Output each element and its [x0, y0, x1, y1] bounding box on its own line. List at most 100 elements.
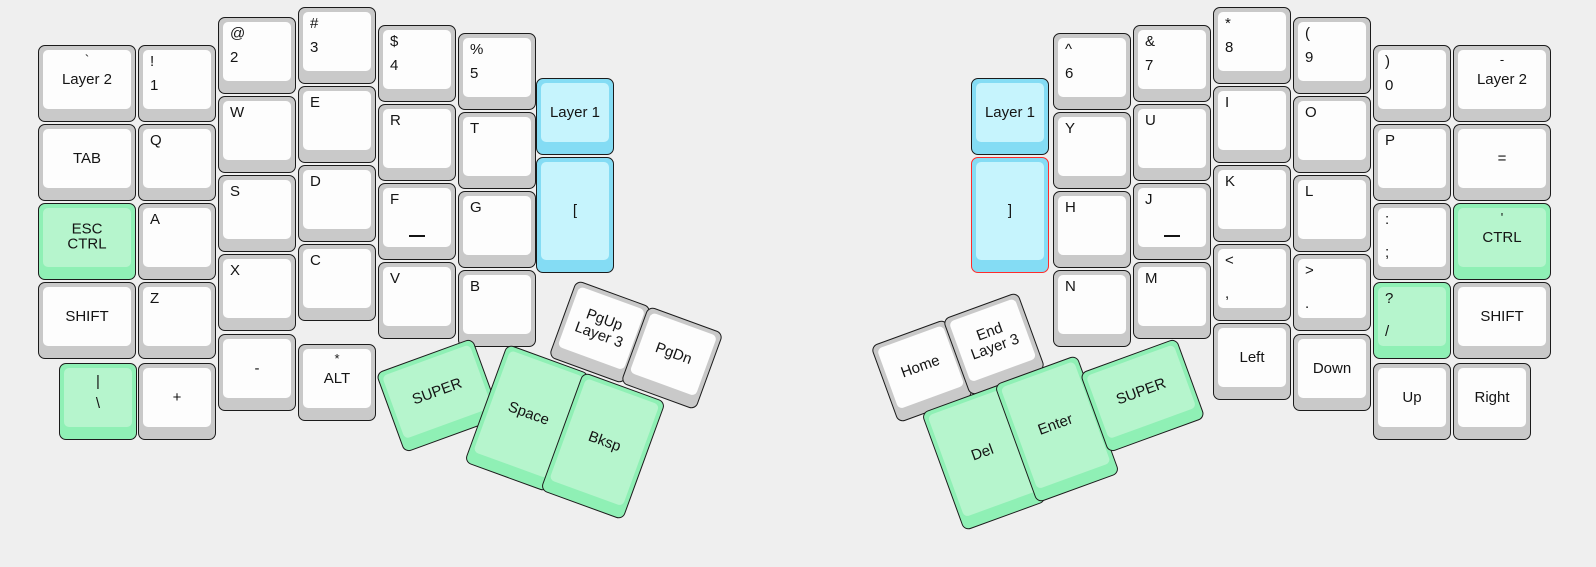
- key-l-c0-r3[interactable]: SHIFT: [38, 282, 136, 359]
- keycap-surface: D: [303, 170, 371, 229]
- key-legend-main: /: [1385, 323, 1390, 341]
- key-legend-main: F: [390, 191, 400, 208]
- key-r-c1-r1[interactable]: Y: [1053, 112, 1131, 189]
- keycap-surface: G: [463, 196, 531, 255]
- key-legend-shifted: $: [390, 33, 399, 50]
- keycap-surface: B: [463, 275, 531, 334]
- key-r-c6-r0[interactable]: -Layer 2: [1453, 45, 1551, 122]
- key-r-c3-r3[interactable]: <,: [1213, 244, 1291, 321]
- key-l-c3-r1[interactable]: E: [298, 86, 376, 163]
- key-l-c5-r2[interactable]: G: [458, 191, 536, 268]
- key-r-c1-r3[interactable]: N: [1053, 270, 1131, 347]
- key-r-c0-r0[interactable]: Layer 1: [971, 78, 1049, 155]
- key-l-c5-r1[interactable]: T: [458, 112, 536, 189]
- key-legend-shifted: *: [334, 351, 340, 366]
- key-legend-main: 3: [310, 39, 319, 56]
- key-l-c3-r4[interactable]: *ALT: [298, 344, 376, 421]
- key-l-c6-r1[interactable]: [: [536, 157, 614, 273]
- key-r-c3-r0[interactable]: *8: [1213, 7, 1291, 84]
- key-l-c1-r3[interactable]: Z: [138, 282, 216, 359]
- key-l-c2-r4[interactable]: -: [218, 334, 296, 411]
- key-r-c2-r3[interactable]: M: [1133, 262, 1211, 339]
- keycap-surface: A: [143, 208, 211, 267]
- key-l-c1-r1[interactable]: Q: [138, 124, 216, 201]
- key-r-c3-r2[interactable]: K: [1213, 165, 1291, 242]
- key-legend-main: End Layer 3: [968, 319, 1022, 364]
- key-l-c5-r0[interactable]: %5: [458, 33, 536, 110]
- key-l-c1-r0[interactable]: !1: [138, 45, 216, 122]
- key-legend-shifted: !: [150, 53, 155, 70]
- key-r-c5-r1[interactable]: P: [1373, 124, 1451, 201]
- key-r-c4-r2[interactable]: L: [1293, 175, 1371, 252]
- key-l-c4-r2[interactable]: F: [378, 183, 456, 260]
- key-r-c6-r3[interactable]: SHIFT: [1453, 282, 1551, 359]
- key-legend-main: PgUp Layer 3: [572, 305, 626, 352]
- key-r-c2-r2[interactable]: J: [1133, 183, 1211, 260]
- key-l-c0-r0[interactable]: `Layer 2: [38, 45, 136, 122]
- keycap-surface: L: [1298, 180, 1366, 239]
- key-legend-main: 0: [1385, 77, 1394, 94]
- key-l-c2-r3[interactable]: X: [218, 254, 296, 331]
- key-l-c0-r2[interactable]: ESC CTRL: [38, 203, 136, 280]
- key-legend-main: ,: [1225, 285, 1230, 303]
- key-r-c1-r0[interactable]: ^6: [1053, 33, 1131, 110]
- key-legend-main: CTRL: [1482, 228, 1522, 246]
- key-legend-shifted: <: [1225, 252, 1234, 269]
- keycap-surface: +: [143, 368, 211, 427]
- key-r-c4-r4[interactable]: Down: [1293, 334, 1371, 411]
- key-legend-main: \: [95, 395, 101, 412]
- key-l-c4-r0[interactable]: $4: [378, 25, 456, 102]
- key-r-c4-r1[interactable]: O: [1293, 96, 1371, 173]
- key-r-c6-r4[interactable]: Right: [1453, 363, 1531, 440]
- key-legend-shifted: >: [1305, 262, 1314, 279]
- key-legend-main: ]: [1007, 201, 1013, 219]
- key-r-c6-r1[interactable]: =: [1453, 124, 1551, 201]
- key-r-c5-r3[interactable]: ?/: [1373, 282, 1451, 359]
- keycap-surface: F: [383, 188, 451, 247]
- key-legend-main: Layer 2: [1476, 70, 1528, 88]
- key-legend-main: G: [470, 199, 482, 216]
- key-l-c0-r1[interactable]: TAB: [38, 124, 136, 201]
- keycap-surface: O: [1298, 101, 1366, 160]
- key-l-c0-r4[interactable]: |\: [59, 363, 137, 440]
- key-r-c5-r2[interactable]: :;: [1373, 203, 1451, 280]
- key-legend-main: M: [1145, 270, 1158, 287]
- key-legend-main: N: [1065, 278, 1076, 295]
- key-l-c2-r0[interactable]: @2: [218, 17, 296, 94]
- key-l-c1-r2[interactable]: A: [138, 203, 216, 280]
- key-l-c5-r3[interactable]: B: [458, 270, 536, 347]
- key-r-c4-r0[interactable]: (9: [1293, 17, 1371, 94]
- key-l-c3-r3[interactable]: C: [298, 244, 376, 321]
- key-l-c2-r2[interactable]: S: [218, 175, 296, 252]
- key-legend-shifted: ^: [1065, 41, 1073, 58]
- key-r-c1-r2[interactable]: H: [1053, 191, 1131, 268]
- keycap-surface: E: [303, 91, 371, 150]
- key-r-c2-r1[interactable]: U: [1133, 104, 1211, 181]
- keycap-surface: N: [1058, 275, 1126, 334]
- keycap-surface: I: [1218, 91, 1286, 150]
- key-l-c4-r1[interactable]: R: [378, 104, 456, 181]
- key-legend-main: C: [310, 252, 321, 269]
- key-l-c2-r1[interactable]: W: [218, 96, 296, 173]
- key-r-c5-r0[interactable]: )0: [1373, 45, 1451, 122]
- key-legend-main: Z: [150, 290, 160, 307]
- key-legend-main: Down: [1312, 359, 1352, 377]
- key-l-c1-r4[interactable]: +: [138, 363, 216, 440]
- key-l-c4-r3[interactable]: V: [378, 262, 456, 339]
- key-l-c3-r2[interactable]: D: [298, 165, 376, 242]
- keycap-surface: C: [303, 249, 371, 308]
- keycap-surface: %5: [463, 38, 531, 97]
- key-r-c5-r4[interactable]: Up: [1373, 363, 1451, 440]
- key-legend-shifted: `: [84, 52, 90, 67]
- key-r-c3-r1[interactable]: I: [1213, 86, 1291, 163]
- keycap-surface: T: [463, 117, 531, 176]
- key-l-c6-r0[interactable]: Layer 1: [536, 78, 614, 155]
- keycap-surface: Down: [1298, 339, 1366, 398]
- key-r-c3-r4[interactable]: Left: [1213, 323, 1291, 400]
- key-l-c3-r0[interactable]: #3: [298, 7, 376, 84]
- key-r-c4-r3[interactable]: >.: [1293, 254, 1371, 331]
- keycap-surface: M: [1138, 267, 1206, 326]
- key-r-c6-r2[interactable]: 'CTRL: [1453, 203, 1551, 280]
- key-r-c2-r0[interactable]: &7: [1133, 25, 1211, 102]
- key-r-c0-r1[interactable]: ]: [971, 157, 1049, 273]
